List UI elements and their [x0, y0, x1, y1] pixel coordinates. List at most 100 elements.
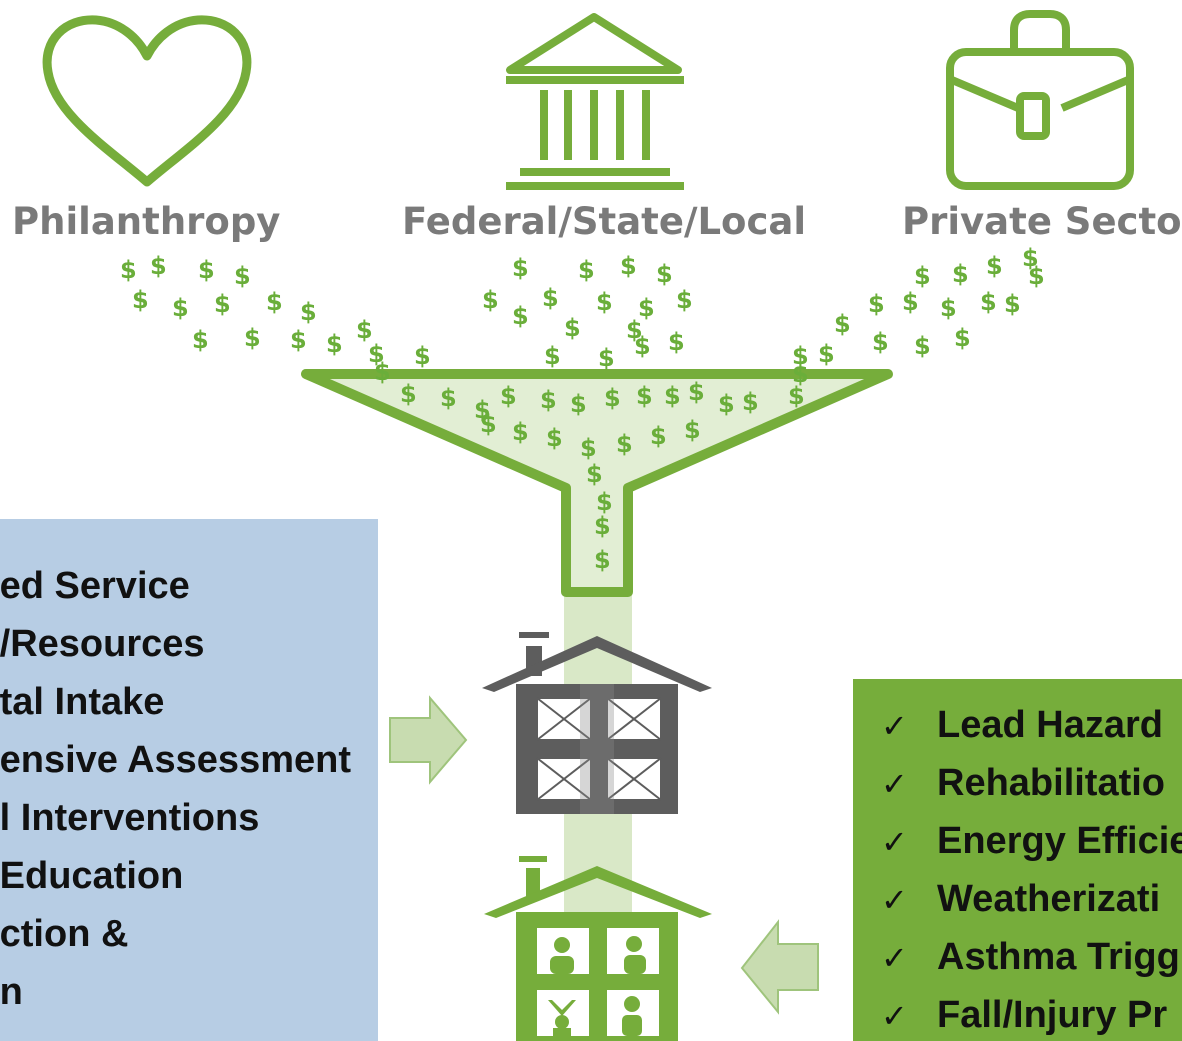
services-item: /Resources	[0, 623, 205, 665]
dollar-sign-icon: $	[512, 418, 529, 446]
dollar-sign-icon: $	[792, 342, 809, 370]
dollar-sign-icon: $	[596, 488, 613, 516]
interventions-item: ✓Lead Hazard	[881, 697, 1182, 755]
dollar-sign-icon: $	[594, 512, 611, 540]
funding-funnel	[301, 369, 893, 597]
source-label-private-sector: Private Sector	[902, 200, 1182, 243]
checkmark-icon: ✓	[881, 823, 908, 861]
dollar-sign-icon: $	[564, 314, 581, 342]
dollar-sign-icon: $	[512, 254, 529, 282]
interventions-item: ✓Rehabilitatio	[881, 755, 1182, 813]
briefcase-icon	[946, 10, 1134, 190]
dollar-sign-icon: $	[214, 290, 231, 318]
dollar-sign-icon: $	[578, 256, 595, 284]
arrow-left-icon	[740, 919, 819, 1015]
checkmark-icon: ✓	[881, 997, 908, 1035]
interventions-list: ✓Lead Hazard ✓Rehabilitatio ✓Energy Effi…	[881, 697, 1182, 1041]
checkmark-icon: ✓	[881, 881, 908, 919]
dollar-sign-icon: $	[668, 328, 685, 356]
dollar-sign-icon: $	[244, 324, 261, 352]
dollar-sign-icon: $	[192, 326, 209, 354]
government-building-icon	[506, 13, 684, 190]
dollar-sign-icon: $	[636, 382, 653, 410]
interventions-item: ✓Asthma Trigg	[881, 929, 1182, 987]
dollar-sign-icon: $	[688, 378, 705, 406]
dollar-sign-icon: $	[594, 546, 611, 574]
services-list: ed Service /Resources tal Intake ensive …	[0, 557, 351, 1021]
services-item: ed Service	[0, 565, 190, 607]
services-item: tal Intake	[0, 681, 165, 723]
dollar-sign-icon: $	[290, 326, 307, 354]
dollar-sign-icon: $	[818, 340, 835, 368]
heart-icon	[42, 15, 252, 187]
dollar-sign-icon: $	[198, 256, 215, 284]
source-label-philanthropy: Philanthropy	[12, 200, 281, 243]
interventions-item: ✓Fall/Injury Pr	[881, 987, 1182, 1041]
dollar-sign-icon: $	[634, 332, 651, 360]
dollar-sign-icon: $	[540, 386, 557, 414]
dollar-sign-icon: $	[656, 260, 673, 288]
dollar-sign-icon: $	[356, 316, 373, 344]
dollar-sign-icon: $	[570, 390, 587, 418]
checkmark-icon: ✓	[881, 707, 908, 745]
dollar-sign-icon: $	[546, 424, 563, 452]
dollar-sign-icon: $	[986, 252, 1003, 280]
dollar-sign-icon: $	[626, 316, 643, 344]
dollar-sign-icon: $	[872, 328, 889, 356]
dollar-sign-icon: $	[266, 288, 283, 316]
dollar-sign-icon: $	[414, 342, 431, 370]
interventions-box: ✓Lead Hazard ✓Rehabilitatio ✓Energy Effi…	[853, 679, 1182, 1041]
interventions-item: ✓Weatherizati	[881, 871, 1182, 929]
dollar-sign-icon: $	[650, 422, 667, 450]
dollar-sign-icon: $	[586, 460, 603, 488]
dollar-sign-icon: $	[120, 256, 137, 284]
dollar-sign-icon: $	[234, 262, 251, 290]
dollar-sign-icon: $	[474, 396, 491, 424]
dollar-sign-icon: $	[598, 344, 615, 372]
arrow-right-icon	[389, 695, 468, 785]
dollar-sign-icon: $	[718, 390, 735, 418]
dollar-sign-icon: $	[500, 382, 517, 410]
dollar-sign-icon: $	[596, 288, 613, 316]
dollar-sign-icon: $	[172, 294, 189, 322]
services-item: n	[0, 971, 23, 1013]
source-label-government: Federal/State/Local	[402, 200, 807, 243]
dollar-sign-icon: $	[512, 302, 529, 330]
dollar-sign-icon: $	[676, 286, 693, 314]
dollar-sign-icon: $	[132, 286, 149, 314]
dollar-sign-icon: $	[580, 434, 597, 462]
dollar-sign-icon: $	[482, 286, 499, 314]
dollar-sign-icon: $	[902, 288, 919, 316]
dollar-sign-icon: $	[616, 430, 633, 458]
dollar-sign-icon: $	[620, 252, 637, 280]
dollar-sign-icon: $	[604, 384, 621, 412]
dollar-sign-icon: $	[914, 262, 931, 290]
dollar-sign-icon: $	[1004, 290, 1021, 318]
dollar-sign-icon: $	[868, 290, 885, 318]
dollar-sign-icon: $	[300, 298, 317, 326]
dollar-sign-icon: $	[980, 288, 997, 316]
dollar-sign-icon: $	[792, 360, 809, 388]
dollar-sign-icon: $	[440, 384, 457, 412]
dollar-sign-icon: $	[374, 358, 391, 386]
dollar-sign-icon: $	[480, 410, 497, 438]
dollar-sign-icon: $	[638, 294, 655, 322]
dollar-sign-icon: $	[1022, 244, 1039, 272]
dollar-sign-icon: $	[788, 382, 805, 410]
dollar-sign-icon: $	[834, 310, 851, 338]
dollar-sign-icon: $	[742, 388, 759, 416]
dollar-sign-icon: $	[1028, 262, 1045, 290]
checkmark-icon: ✓	[881, 939, 908, 977]
services-item: ction &	[0, 913, 129, 955]
services-item: Education	[0, 855, 184, 897]
dollar-sign-icon: $	[400, 380, 417, 408]
services-item: ensive Assessment	[0, 739, 351, 781]
services-box: ed Service /Resources tal Intake ensive …	[0, 519, 378, 1041]
interventions-item: ✓Energy Efficie	[881, 813, 1182, 871]
checkmark-icon: ✓	[881, 765, 908, 803]
dollar-sign-icon: $	[952, 260, 969, 288]
dollar-sign-icon: $	[150, 252, 167, 280]
dollar-sign-icon: $	[684, 416, 701, 444]
dollar-sign-icon: $	[542, 284, 559, 312]
